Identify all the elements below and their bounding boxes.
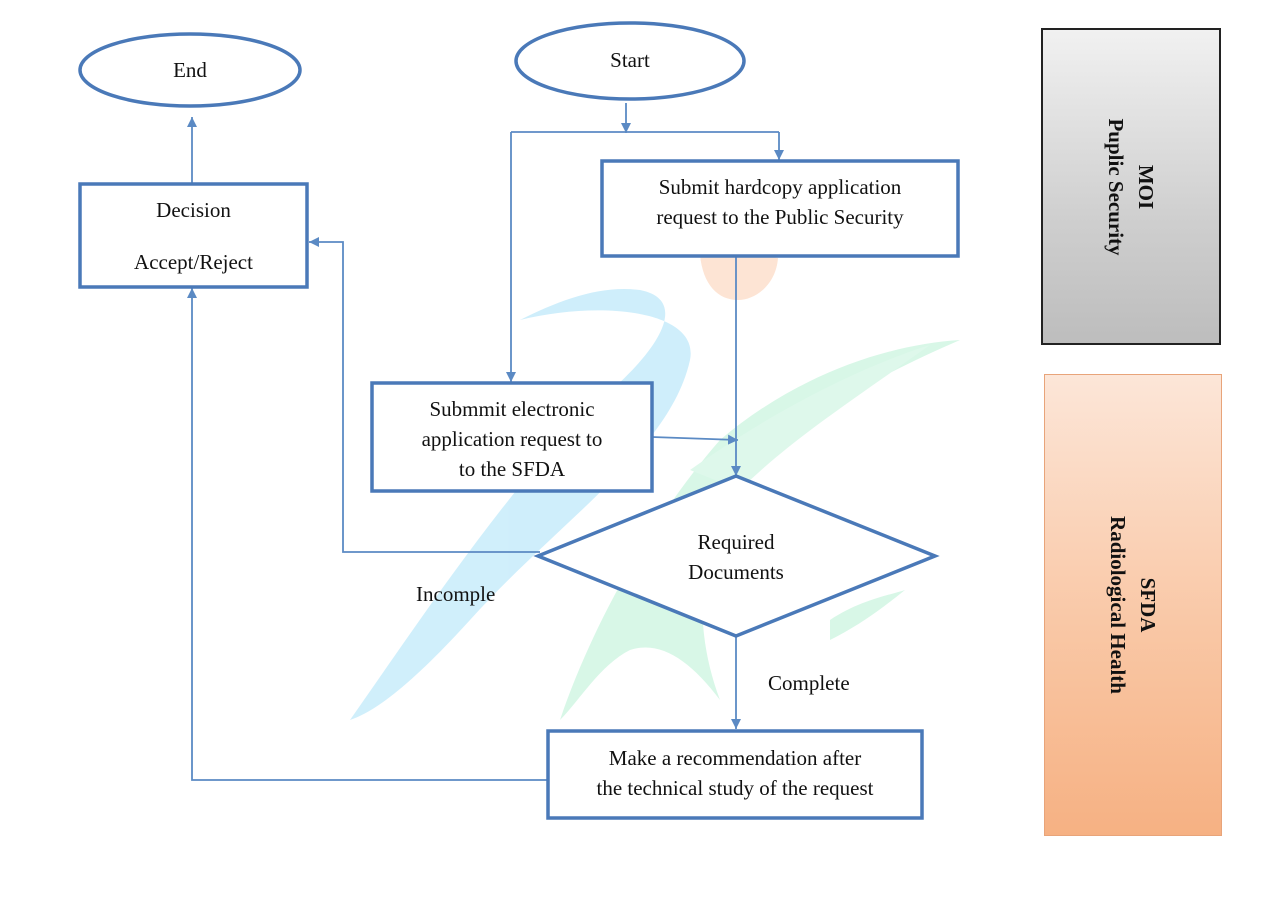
connector-electronic-to-required	[651, 434, 739, 445]
hardcopy-label: Submit hardcopy application request to t…	[604, 172, 956, 232]
complete-label: Complete	[768, 671, 850, 695]
end-text: End	[173, 58, 207, 82]
moi-panel-subtitle: Puplic Security	[1104, 117, 1128, 256]
electronic-line-2: application request to	[421, 427, 603, 451]
connector-recommendation-to-decision	[187, 288, 548, 781]
end-terminal	[78, 32, 302, 108]
start-label: Start	[530, 45, 730, 75]
start-text: Start	[610, 48, 650, 72]
hardcopy-line-1: Submit hardcopy application	[658, 175, 902, 199]
start-terminal	[514, 21, 746, 101]
recommendation-label: Make a recommendation after the technica…	[550, 743, 920, 803]
moi-panel-text: MOI Puplic Security	[1101, 118, 1161, 255]
decision-line-2: Accept/Reject	[134, 250, 253, 274]
incomplete-label: Incomple	[416, 582, 496, 606]
end-label: End	[90, 55, 290, 85]
recommendation-line-2: the technical study of the request	[596, 776, 874, 800]
hardcopy-box	[600, 159, 960, 258]
required-documents-diamond	[533, 474, 940, 638]
sfda-panel: SFDA Radiological Health	[1044, 374, 1222, 836]
sfda-panel-subtitle: Radiological Health	[1106, 516, 1130, 694]
electronic-line-3: to the SFDA	[458, 457, 566, 481]
electronic-line-1: Submmit electronic	[429, 397, 595, 421]
required-line-1: Required	[697, 530, 775, 554]
electronic-label: Submmit electronic application request t…	[374, 394, 650, 484]
sfda-panel-text: SFDA Radiological Health	[1103, 516, 1163, 694]
recommendation-line-1: Make a recommendation after	[608, 746, 862, 770]
decision-line-1: Decision	[156, 198, 231, 222]
moi-panel: MOI Puplic Security	[1041, 28, 1221, 345]
recommendation-box	[546, 729, 924, 820]
required-documents-label: Required Documents	[636, 527, 836, 587]
moi-panel-title: MOI	[1134, 164, 1158, 209]
decision-label: Decision Accept/Reject	[82, 195, 305, 277]
electronic-box	[370, 381, 654, 493]
required-line-2: Documents	[688, 560, 784, 584]
sfda-panel-title: SFDA	[1136, 577, 1160, 633]
connector-incomplete-to-decision	[309, 237, 540, 553]
decision-box	[78, 182, 309, 289]
hardcopy-line-2: request to the Public Security	[656, 205, 904, 229]
